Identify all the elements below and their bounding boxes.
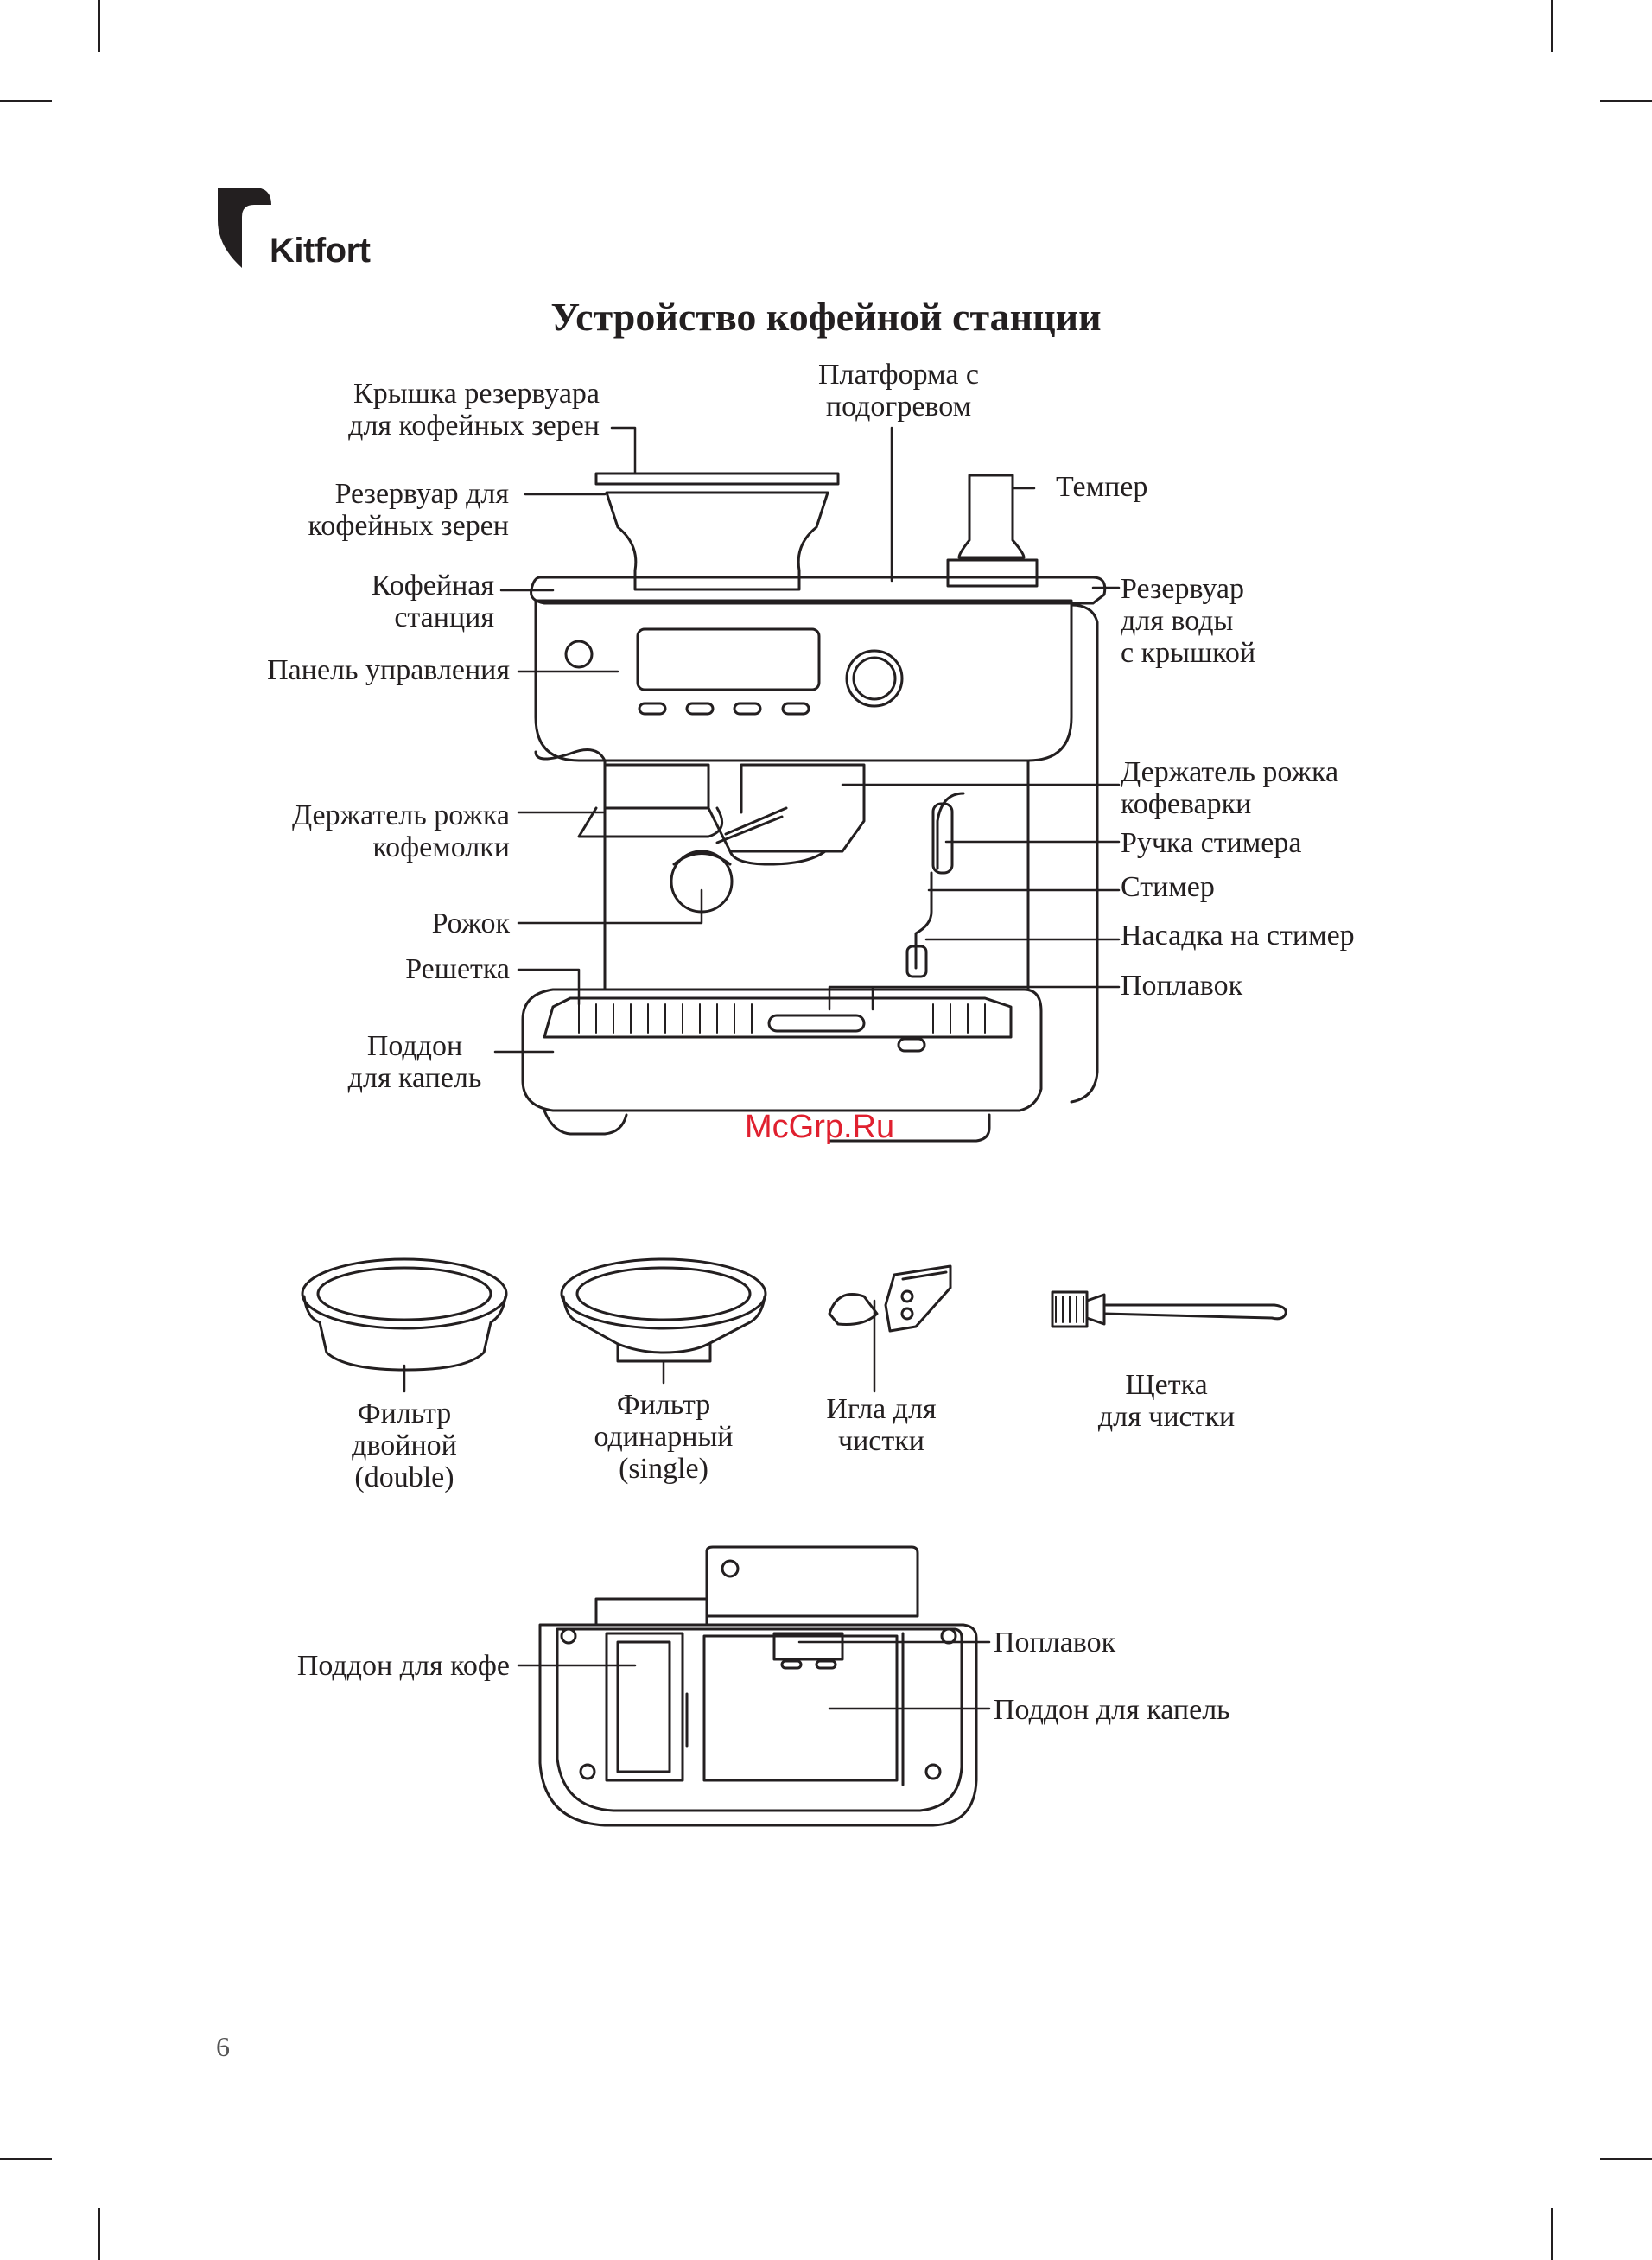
leader-lines	[493, 426, 1121, 1054]
brand-name: Kitfort	[270, 232, 371, 270]
crop-mark	[0, 100, 52, 102]
crop-mark	[1551, 2208, 1553, 2260]
cleaning-needle-illustration	[828, 1264, 952, 1333]
crop-mark	[1551, 0, 1553, 52]
watermark: McGrp.Ru	[745, 1109, 895, 1145]
crop-mark	[1600, 100, 1652, 102]
label-control-panel: Панель управления	[267, 654, 510, 686]
page-number: 6	[216, 2031, 230, 2062]
label-steamer-nozzle: Насадка на стимер	[1121, 920, 1355, 952]
crop-mark	[98, 2208, 100, 2260]
crop-mark	[0, 2158, 52, 2160]
label-tray-drip: Поддон для капель	[994, 1694, 1230, 1726]
page-title: Устройство кофейной станции	[550, 295, 1102, 339]
label-float: Поплавок	[1121, 970, 1243, 1002]
leader-lines	[403, 1299, 876, 1393]
drip-tray-illustration	[538, 1545, 978, 1827]
crop-mark	[1600, 2158, 1652, 2160]
label-portafilter: Рожок	[431, 907, 510, 939]
filter-double-illustration	[301, 1257, 508, 1372]
label-steamer-handle: Ручка стимера	[1121, 827, 1302, 859]
crop-mark	[98, 0, 100, 52]
filter-single-illustration	[560, 1257, 767, 1363]
coffee-machine-illustration	[521, 472, 1107, 1143]
label-steamer: Стимер	[1121, 871, 1215, 903]
cleaning-brush-illustration	[1051, 1290, 1287, 1328]
leader-lines	[517, 1640, 991, 1710]
label-tamper: Темпер	[1056, 471, 1148, 503]
label-grate: Решетка	[405, 953, 510, 985]
kitfort-logo-icon	[218, 188, 271, 268]
label-tray-float: Поплавок	[994, 1627, 1116, 1658]
label-coffee-tray: Поддон для кофе	[296, 1650, 510, 1682]
